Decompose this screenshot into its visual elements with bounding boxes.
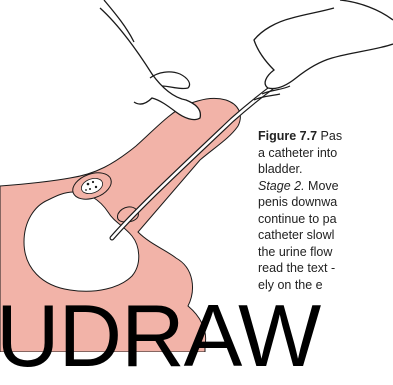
left-hand [100,0,200,120]
right-hand [254,0,393,89]
caption-line-3: bladder. [258,161,393,178]
withdrawn-watermark: UDRAW [0,292,320,380]
caption-line-2: a catheter into [258,145,393,162]
stage-line-6: read the text - [258,260,393,277]
stage-line-3: continue to pa [258,211,393,228]
stage-line-5: the urine flow [258,244,393,261]
caption-line-1: Figure 7.7 Pas [258,128,393,145]
stage-line-2: penis downwa [258,194,393,211]
figure-label: Figure 7.7 [258,129,317,143]
stage-label: Stage 2. [258,179,305,193]
stage-line-4: catheter slowl [258,227,393,244]
figure-caption: Figure 7.7 Pas a catheter into bladder. … [258,128,393,293]
caption-line-1-text: Pas [321,129,343,143]
stage-line-1: Move [305,179,339,193]
caption-line-4: Stage 2. Move [258,178,393,195]
